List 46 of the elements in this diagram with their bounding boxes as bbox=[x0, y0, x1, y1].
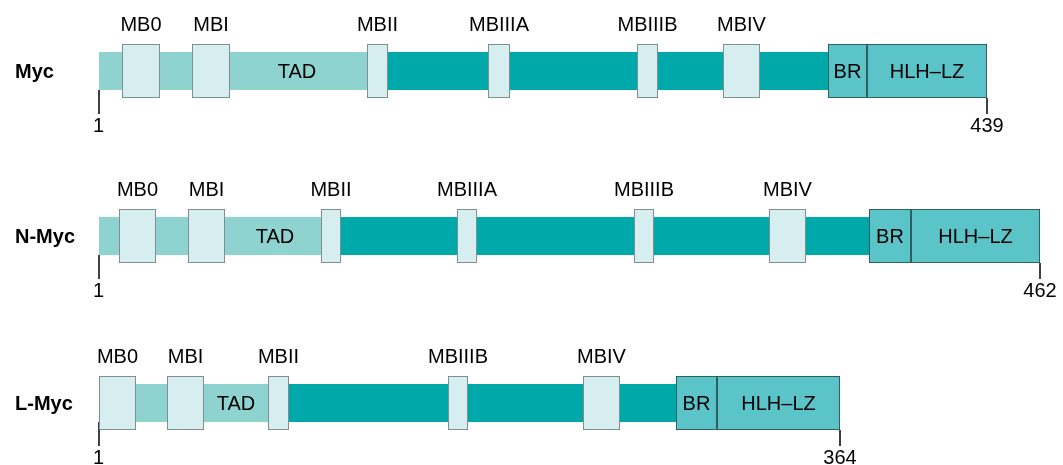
motif-label: MB0 bbox=[96, 345, 139, 367]
protein-bar bbox=[806, 217, 869, 255]
motif-label: MBIV bbox=[763, 178, 812, 200]
end-position: 364 bbox=[823, 446, 857, 465]
motif-label: MBII bbox=[356, 13, 399, 35]
protein-bar bbox=[760, 52, 828, 90]
protein-bar bbox=[289, 384, 448, 422]
start-position: 1 bbox=[93, 114, 105, 136]
protein-name: Myc bbox=[15, 60, 54, 82]
domain-box: HLH–LZ bbox=[911, 209, 1040, 263]
protein-bar bbox=[388, 52, 488, 90]
protein-name: L-Myc bbox=[15, 392, 73, 414]
motif-label: MB0 bbox=[116, 178, 159, 200]
protein-bar bbox=[510, 52, 637, 90]
protein-bar bbox=[468, 384, 583, 422]
motif-label: MBIIIB bbox=[428, 345, 488, 367]
motif-label: MBI bbox=[193, 13, 229, 35]
domain-label: TAD bbox=[277, 59, 317, 84]
motif-label: MBIIIB bbox=[614, 178, 674, 200]
motif-label: MB0 bbox=[120, 13, 162, 35]
domain-label: TAD bbox=[216, 391, 256, 416]
domain-label: TAD bbox=[255, 224, 295, 249]
motif-label: MBI bbox=[167, 345, 204, 367]
domain-box: HLH–LZ bbox=[717, 376, 840, 430]
end-position: 462 bbox=[1023, 279, 1057, 301]
motif-label: MBII bbox=[257, 345, 300, 367]
motif-label: MBIV bbox=[717, 13, 766, 35]
end-position: 439 bbox=[970, 114, 1004, 136]
motif-label: MBIIIA bbox=[437, 178, 497, 200]
protein-bar bbox=[658, 52, 723, 90]
domain-box: BR bbox=[676, 376, 717, 430]
protein-name: N-Myc bbox=[15, 225, 75, 247]
domain-box: BR bbox=[828, 44, 867, 98]
motif-label: MBII bbox=[310, 178, 352, 200]
start-position: 1 bbox=[93, 446, 105, 465]
motif-label: MBIIIB bbox=[617, 13, 678, 35]
domain-box: HLH–LZ bbox=[867, 44, 987, 98]
protein-bar bbox=[654, 217, 769, 255]
start-position: 1 bbox=[93, 279, 105, 301]
protein-bar bbox=[341, 217, 457, 255]
protein-bar bbox=[620, 384, 676, 422]
motif-label: MBI bbox=[188, 178, 225, 200]
motif-label: MBIV bbox=[577, 345, 626, 367]
domain-box: BR bbox=[869, 209, 911, 263]
motif-label: MBIIIA bbox=[469, 13, 529, 35]
protein-bar bbox=[477, 217, 634, 255]
